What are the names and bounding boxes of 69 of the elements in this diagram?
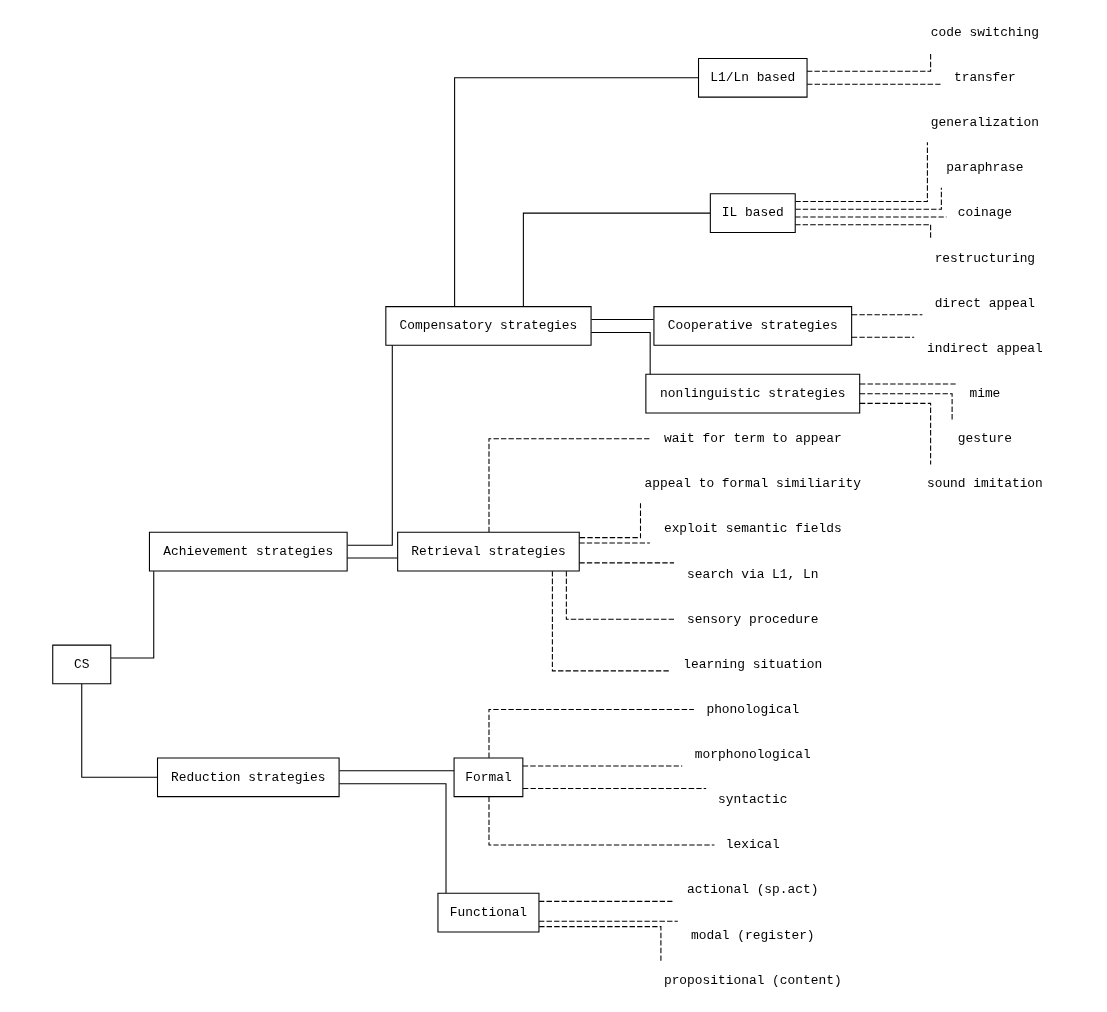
node-text: exploit semantic fields [663,520,842,536]
node-box: Formal [453,756,523,797]
node-text: modal (register) [690,927,815,943]
connector [521,764,683,767]
node-text: sensory procedure [686,611,818,627]
connector [521,787,707,789]
connector [794,186,942,210]
node-box: Functional [436,892,539,933]
connector [538,925,661,961]
node-text: lexical [725,836,780,852]
node-text: morphonological [694,746,811,762]
node-text: direct appeal [934,295,1035,311]
node-text: mime [968,385,1000,401]
connector [538,920,678,922]
connector [522,212,711,307]
connector [794,223,931,239]
node-text: code switching [930,24,1039,40]
connector [858,392,953,420]
connector [578,561,675,563]
node-box: IL based [709,192,796,233]
connector [850,313,923,315]
connector [338,769,455,771]
node-text: actional (sp.act) [686,881,818,897]
node-text: indirect appeal [926,340,1043,356]
node-text: generalization [930,114,1039,130]
connector [850,336,915,338]
node-box: Reduction strategies [156,756,340,797]
node-box: Retrieval strategies [396,531,580,571]
connector [794,216,947,218]
node-box: Compensatory strategies [384,305,592,346]
connector [565,570,675,620]
connector [590,331,651,375]
node-text: syntactic [717,791,788,807]
connector [858,382,956,385]
connector [858,402,931,465]
connector [578,502,641,538]
connector [794,141,928,202]
connector [806,51,931,72]
node-text: learning situation [682,656,822,672]
node-text: search via L1, Ln [686,566,818,582]
node-text: gesture [957,430,1012,446]
connector [80,683,158,778]
node-box: L1/Ln based [697,57,808,98]
node-box: Cooperative strategies [652,305,852,346]
connector [487,795,715,845]
node-box: nonlinguistic strategies [644,373,860,414]
node-box: CS [51,644,111,684]
connector [590,318,654,320]
connector [338,782,447,894]
connector [538,900,675,902]
node-text: restructuring [934,250,1035,266]
connector [578,542,650,544]
node-text: wait for term to appear [663,430,842,446]
node-text: appeal to formal similiarity [644,475,861,491]
node-text: coinage [957,204,1012,220]
node-text: transfer [953,69,1016,85]
connector [551,570,670,671]
connector [487,708,694,758]
connector [346,344,393,546]
connector [110,570,154,659]
connector [346,557,398,559]
connector [806,83,943,85]
node-text: phonological [705,701,799,717]
node-text: propositional (content) [663,972,842,988]
connector [453,76,699,307]
node-text: paraphrase [945,159,1024,175]
node-box: Achievement strategies [148,531,348,571]
connector [487,437,651,532]
node-text: sound imitation [926,475,1043,491]
